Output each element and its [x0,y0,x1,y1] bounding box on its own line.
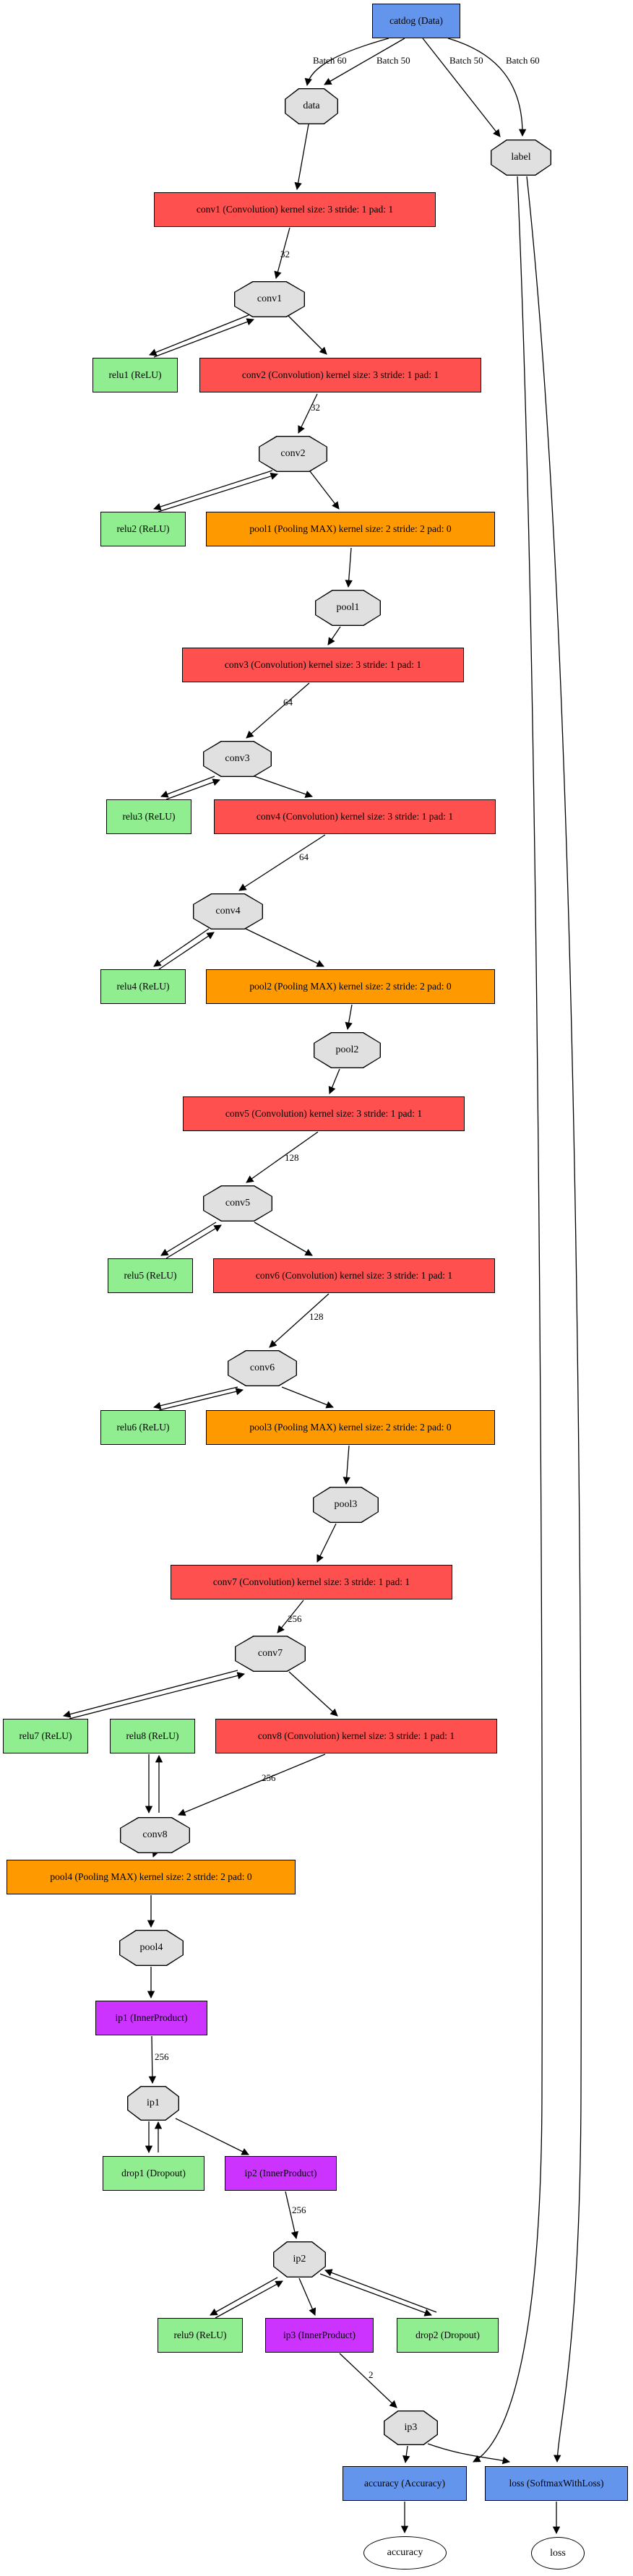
layer-node-pool1: pool1 (Pooling MAX) kernel size: 2 strid… [206,512,495,546]
output-node-accuracy: accuracy [363,2536,447,2569]
edge-label-conv7-channels: 256 [288,1613,302,1624]
blob-node-conv3: conv3 [203,741,272,777]
edge-label-ip1-channels: 256 [155,2051,169,2062]
layer-node-conv4: conv4 (Convolution) kernel size: 3 strid… [214,799,496,834]
blob-node-label: label [491,139,551,176]
blob-node-conv8: conv8 [120,1817,190,1853]
layer-node-drop1: drop1 (Dropout) [103,2156,204,2191]
layer-node-conv5: conv5 (Convolution) kernel size: 3 strid… [183,1096,465,1131]
output-node-loss: loss [531,2537,585,2569]
layer-node-conv3: conv3 (Convolution) kernel size: 3 strid… [182,648,464,682]
layer-node-conv7: conv7 (Convolution) kernel size: 3 strid… [171,1565,452,1600]
blob-node-conv5: conv5 [203,1185,272,1222]
edge-label-conv6-channels: 128 [309,1311,324,1322]
edge-label-batch50-data: Batch 50 [376,55,410,66]
blob-node-pool4: pool4 [119,1930,184,1966]
layer-node-ip3: ip3 (InnerProduct) [265,2318,374,2353]
layer-node-relu5: relu5 (ReLU) [108,1258,193,1293]
edge-label-batch60-label: Batch 60 [506,55,540,66]
edge-label-batch60-data: Batch 60 [313,55,347,66]
blob-node-pool3: pool3 [313,1487,379,1523]
layer-node-conv1: conv1 (Convolution) kernel size: 3 strid… [154,192,436,227]
layer-node-conv6: conv6 (Convolution) kernel size: 3 strid… [213,1258,495,1293]
edge-label-ip2-channels: 256 [292,2204,306,2215]
layer-node-relu3: relu3 (ReLU) [106,799,191,834]
edge-label-batch50-label: Batch 50 [449,55,483,66]
blob-node-ip2: ip2 [273,2241,326,2277]
blob-node-conv2: conv2 [259,436,327,472]
blob-node-conv7: conv7 [235,1636,306,1672]
blob-node-conv1: conv1 [234,281,305,317]
layer-node-ip1: ip1 (InnerProduct) [95,2001,207,2035]
edge-label-conv1-channels: 32 [280,249,290,259]
layer-node-pool2: pool2 (Pooling MAX) kernel size: 2 strid… [206,969,495,1004]
layer-node-relu9: relu9 (ReLU) [158,2318,243,2353]
layer-node-catdog: catdog (Data) [372,4,460,38]
layer-node-relu4: relu4 (ReLU) [100,969,186,1004]
layer-node-pool3: pool3 (Pooling MAX) kernel size: 2 strid… [206,1410,495,1445]
blob-node-pool1: pool1 [315,590,381,626]
layer-node-relu7: relu7 (ReLU) [3,1719,88,1753]
layer-node-relu1: relu1 (ReLU) [92,358,178,392]
layer-node-pool4: pool4 (Pooling MAX) kernel size: 2 strid… [7,1860,296,1894]
layer-node-drop2: drop2 (Dropout) [397,2318,499,2353]
blob-node-pool2: pool2 [314,1032,381,1068]
blob-node-ip3: ip3 [384,2410,438,2445]
blob-node-data: data [285,88,338,124]
layer-node-relu2: relu2 (ReLU) [100,512,186,546]
layer-node-ip2: ip2 (InnerProduct) [225,2156,337,2191]
edge-label-ip3-channels: 2 [369,2369,374,2380]
edge-label-conv4-channels: 64 [299,851,309,862]
blob-node-conv6: conv6 [228,1350,297,1386]
blob-node-ip1: ip1 [127,2086,179,2121]
edge-label-conv5-channels: 128 [285,1152,299,1163]
layer-node-relu6: relu6 (ReLU) [100,1410,186,1445]
layer-node-accuracy: accuracy (Accuracy) [343,2466,467,2501]
edge-label-conv2-channels: 32 [311,402,320,413]
layer-node-relu8: relu8 (ReLU) [110,1719,195,1753]
edge-label-conv8-channels: 256 [262,1772,276,1783]
layer-node-conv2: conv2 (Convolution) kernel size: 3 strid… [199,358,481,392]
layer-node-loss: loss (SoftmaxWithLoss) [485,2466,628,2501]
blob-node-conv4: conv4 [193,893,263,929]
edge-label-conv3-channels: 64 [283,697,293,708]
layer-node-conv8: conv8 (Convolution) kernel size: 3 strid… [215,1719,497,1753]
